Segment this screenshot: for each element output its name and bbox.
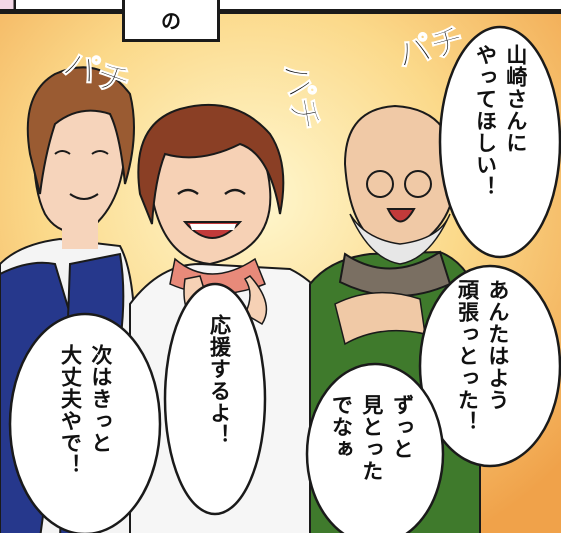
speech-text-1: 山崎さんに やってほしい！ (473, 44, 528, 198)
speech-text-4: 応援するよ！ (207, 314, 232, 446)
speech-text-3: ずっと 見とった でなぁ (329, 394, 415, 482)
speech-text-2: あんたはよう 頑張っとった！ (455, 279, 510, 433)
speech-bubbles (8, 25, 561, 533)
speech-bubble-2 (418, 264, 561, 468)
speech-bubble-3 (305, 362, 445, 533)
speech-text-5: 次はきっと 大丈夫やで！ (58, 344, 113, 476)
caption-text: の (161, 9, 181, 33)
narration-caption-box: の (122, 0, 220, 42)
speech-bubble-4 (163, 282, 267, 516)
comic-panel: パチ パチ パチ 山崎さんに やってほしい！ あんたはよう 頑張っとった！ ずっ… (0, 9, 561, 533)
speech-bubble-5 (8, 312, 162, 533)
speech-bubble-1 (438, 25, 561, 259)
